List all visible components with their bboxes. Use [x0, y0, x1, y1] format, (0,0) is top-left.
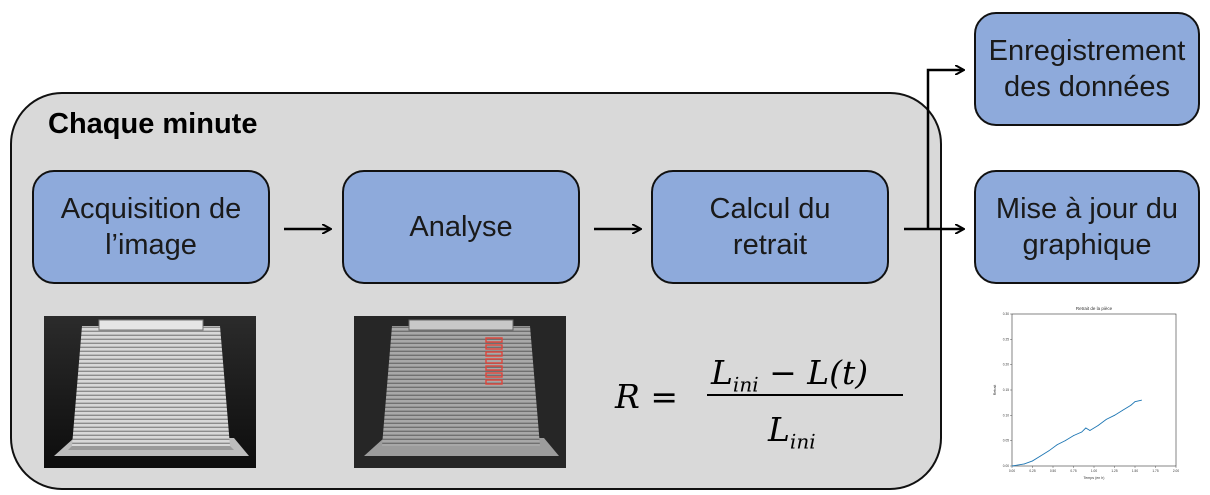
formula-numerator: Lini − L(t) — [711, 353, 868, 397]
step-acquisition-line2: l’image — [105, 229, 197, 261]
data-point — [1032, 460, 1033, 462]
formula-den-main: L — [768, 410, 790, 449]
x-tick-label: 0.50 — [1050, 469, 1056, 473]
data-point — [1081, 431, 1083, 433]
step-calcul-line2: retrait — [732, 229, 808, 261]
output-graphique-line1: Mise à jour du — [995, 193, 1179, 225]
data-point — [1011, 465, 1013, 467]
x-tick-label: 1.50 — [1132, 469, 1138, 473]
data-point — [1056, 444, 1058, 446]
output-enregistrement-line1: Enregistrement — [988, 35, 1186, 67]
x-tick-label: 1.75 — [1152, 469, 1158, 473]
x-tick-label: 2.00 — [1173, 469, 1179, 473]
step-calcul-line1: Calcul du — [709, 193, 831, 225]
data-point — [1064, 440, 1066, 442]
formula-den-sub: ini — [789, 429, 816, 454]
y-tick-label: 0.30 — [1003, 312, 1009, 316]
x-tick-label: 1.25 — [1111, 469, 1117, 473]
data-point — [1097, 425, 1099, 426]
x-axis-label: Temps (en h) — [1084, 476, 1105, 480]
step-acquisition-line1: Acquisition de — [60, 193, 242, 225]
fraction-bar — [707, 394, 903, 396]
data-point — [1073, 435, 1074, 436]
y-tick-label: 0.15 — [1003, 388, 1009, 392]
data-point — [1134, 401, 1136, 403]
x-tick-label: 0.75 — [1070, 469, 1076, 473]
y-tick-label: 0.10 — [1003, 413, 1009, 417]
step-calcul: Calcul du retrait — [651, 170, 889, 284]
step-analyse-line1: Analyse — [409, 211, 513, 243]
formula-denominator: Lini — [768, 410, 816, 454]
chart-title: Retrait de la pièce — [1076, 306, 1113, 311]
x-tick-label: 0.00 — [1009, 469, 1015, 473]
formula-num-main: L — [711, 353, 733, 392]
acquired-image — [44, 316, 256, 468]
data-point — [1040, 455, 1042, 457]
data-point — [1141, 399, 1142, 401]
shrinkage-formula: R = Lini − L(t) Lini — [615, 345, 905, 455]
shrinkage-series-line — [1011, 399, 1142, 467]
data-point — [1089, 430, 1091, 431]
y-tick-label: 0.25 — [1003, 337, 1009, 341]
step-analyse: Analyse — [342, 170, 580, 284]
panel-title: Chaque minute — [48, 108, 258, 140]
x-tick-label: 1.00 — [1091, 469, 1097, 473]
x-tick-label: 0.25 — [1029, 469, 1035, 473]
acquired-image-graphic — [44, 316, 256, 468]
analysis-markers — [485, 337, 503, 385]
data-point — [1130, 404, 1132, 406]
plot-frame — [1011, 313, 1177, 467]
output-enregistrement: Enregistrement des données — [974, 12, 1200, 126]
data-point — [1105, 418, 1107, 420]
formula-num-rest: − L(t) — [758, 353, 869, 392]
data-point — [1114, 414, 1115, 416]
y-tick-label: 0.00 — [1003, 464, 1009, 468]
analysed-image — [354, 316, 566, 468]
y-axis-label: Retrait — [993, 385, 997, 396]
y-tick-label: 0.05 — [1003, 439, 1009, 443]
data-point — [1085, 427, 1087, 429]
data-point — [1122, 409, 1124, 411]
output-enregistrement-line2: des données — [1003, 71, 1171, 103]
formula-num-sub: ini — [732, 372, 759, 397]
y-tick-label: 0.20 — [1003, 363, 1009, 367]
arrow-calcul-enregistrement — [926, 70, 963, 229]
formula-lhs: R = — [615, 377, 678, 416]
output-graphique: Mise à jour du graphique — [974, 170, 1200, 284]
step-acquisition: Acquisition de l’image — [32, 170, 270, 284]
output-graphique-line2: graphique — [1022, 229, 1152, 261]
analysed-image-graphic — [354, 316, 566, 468]
data-point — [1048, 450, 1050, 452]
data-point — [1023, 463, 1025, 465]
